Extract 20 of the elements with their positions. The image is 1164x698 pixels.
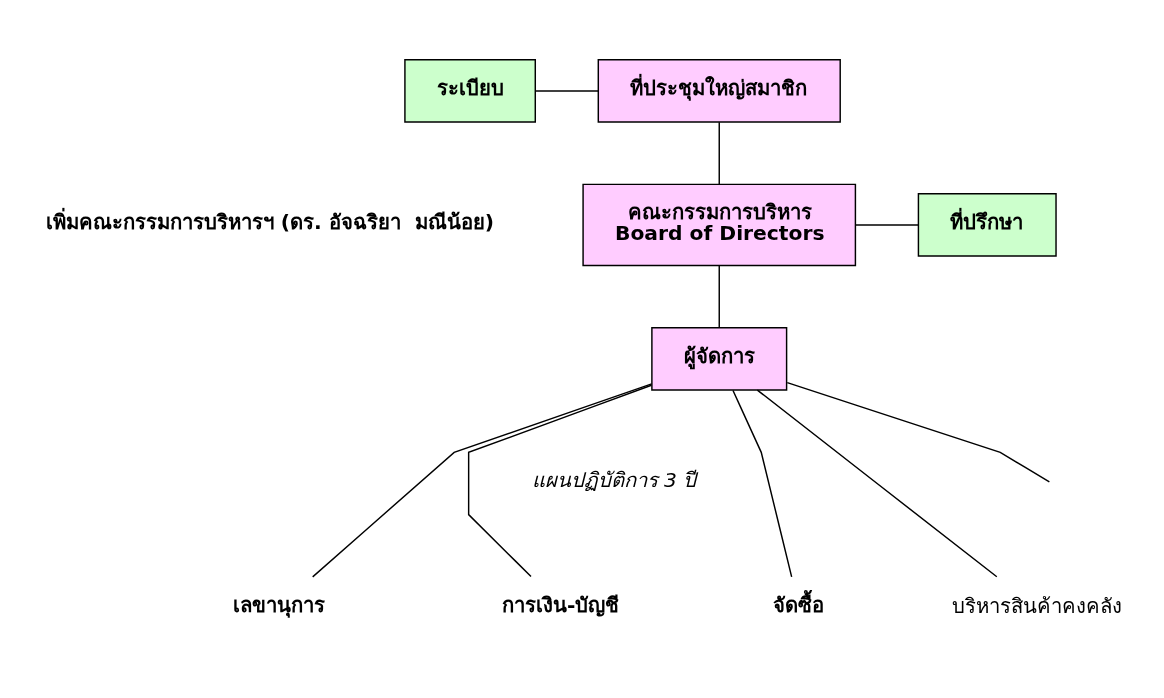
- connector: [718, 264, 720, 328]
- node-text: เลขานุการ: [232, 592, 325, 617]
- node-box: ระเบียบ: [404, 58, 536, 123]
- node-box: ที่ปรึกษา: [917, 192, 1057, 257]
- connector: [311, 382, 653, 578]
- node-text: การเงิน-บัญชี: [501, 592, 620, 617]
- node-box: คณะกรรมการบริหาร Board of Directors: [582, 183, 857, 266]
- connector: [732, 389, 793, 578]
- node-text: จัดซื้อ: [772, 592, 824, 617]
- connector: [534, 89, 599, 92]
- label: แผนปฏิบัติการ 3 ปี: [531, 467, 697, 492]
- connector: [855, 223, 919, 226]
- connector: [756, 388, 998, 578]
- connector: [786, 381, 1051, 483]
- connector: [467, 384, 653, 577]
- connector: [718, 120, 720, 185]
- node-box: ที่ประชุมใหญ่สมาชิก: [597, 58, 841, 123]
- node-box: ผู้จัดการ: [651, 326, 788, 391]
- node-text: บริหารสินค้าคงคลัง: [951, 593, 1122, 618]
- label: เพิ่มคณะกรรมการบริหารฯ (ดร. อัจฉริยา มณีน้อย): [45, 209, 495, 234]
